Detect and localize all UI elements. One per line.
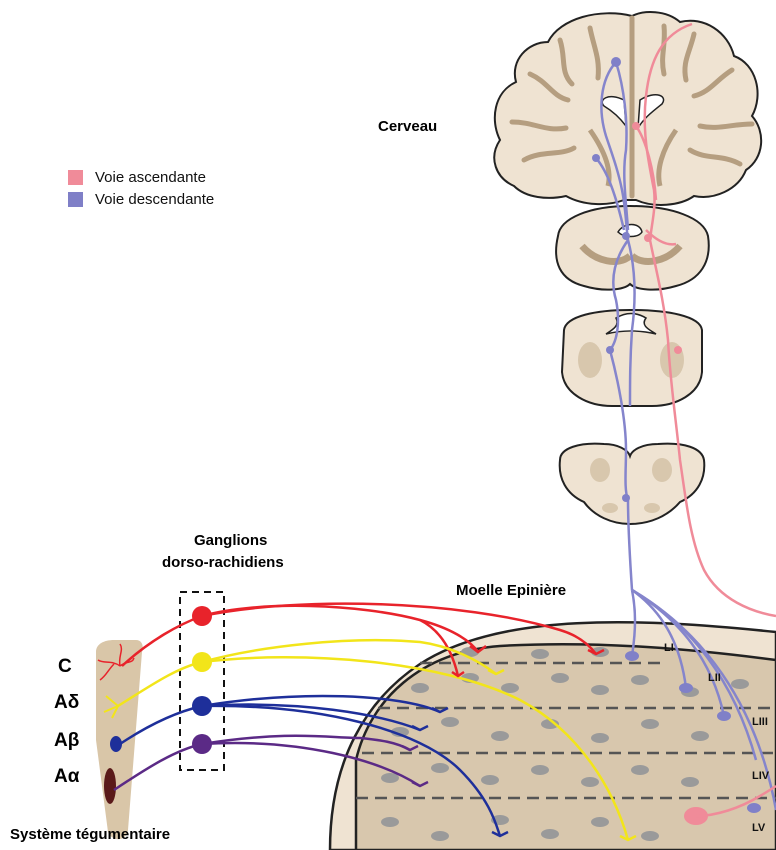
fiber-label-aalpha: Aα — [54, 766, 79, 788]
legend-swatch-descending — [68, 192, 83, 207]
ganglia-label-line2: dorso-rachidiens — [162, 554, 284, 571]
midbrain-section — [556, 206, 709, 290]
brain-label: Cerveau — [378, 118, 437, 135]
legend-item-ascending: Voie ascendante — [68, 166, 214, 188]
c-fiber-drg-soma — [192, 606, 212, 626]
lamina-label-4: LIV — [752, 770, 769, 782]
fiber-label-adelta: Aδ — [54, 692, 79, 714]
fiber-label-c: C — [58, 656, 72, 678]
lamina-label-2: LII — [708, 672, 721, 684]
integument-label: Système tégumentaire — [10, 826, 170, 843]
legend-label-ascending: Voie ascendante — [95, 169, 206, 186]
lamina-label-1: LI — [664, 642, 674, 654]
legend-item-descending: Voie descendante — [68, 188, 214, 210]
legend-label-descending: Voie descendante — [95, 191, 214, 208]
ganglia-label-line1: Ganglions — [194, 532, 267, 549]
abeta-fiber-drg-soma — [192, 696, 212, 716]
legend-swatch-ascending — [68, 170, 83, 185]
spinal-cord-label: Moelle Epinière — [456, 582, 566, 599]
lamina-label-5: LV — [752, 822, 765, 834]
brain-section — [494, 12, 761, 205]
fiber-label-abeta: Aβ — [54, 730, 79, 752]
legend: Voie ascendante Voie descendante — [68, 166, 214, 210]
aalpha-fiber-drg-soma — [192, 734, 212, 754]
adelta-fiber-drg-soma — [192, 652, 212, 672]
aalpha-muscle-spindle — [104, 768, 116, 804]
lamina-label-3: LIII — [752, 716, 768, 728]
